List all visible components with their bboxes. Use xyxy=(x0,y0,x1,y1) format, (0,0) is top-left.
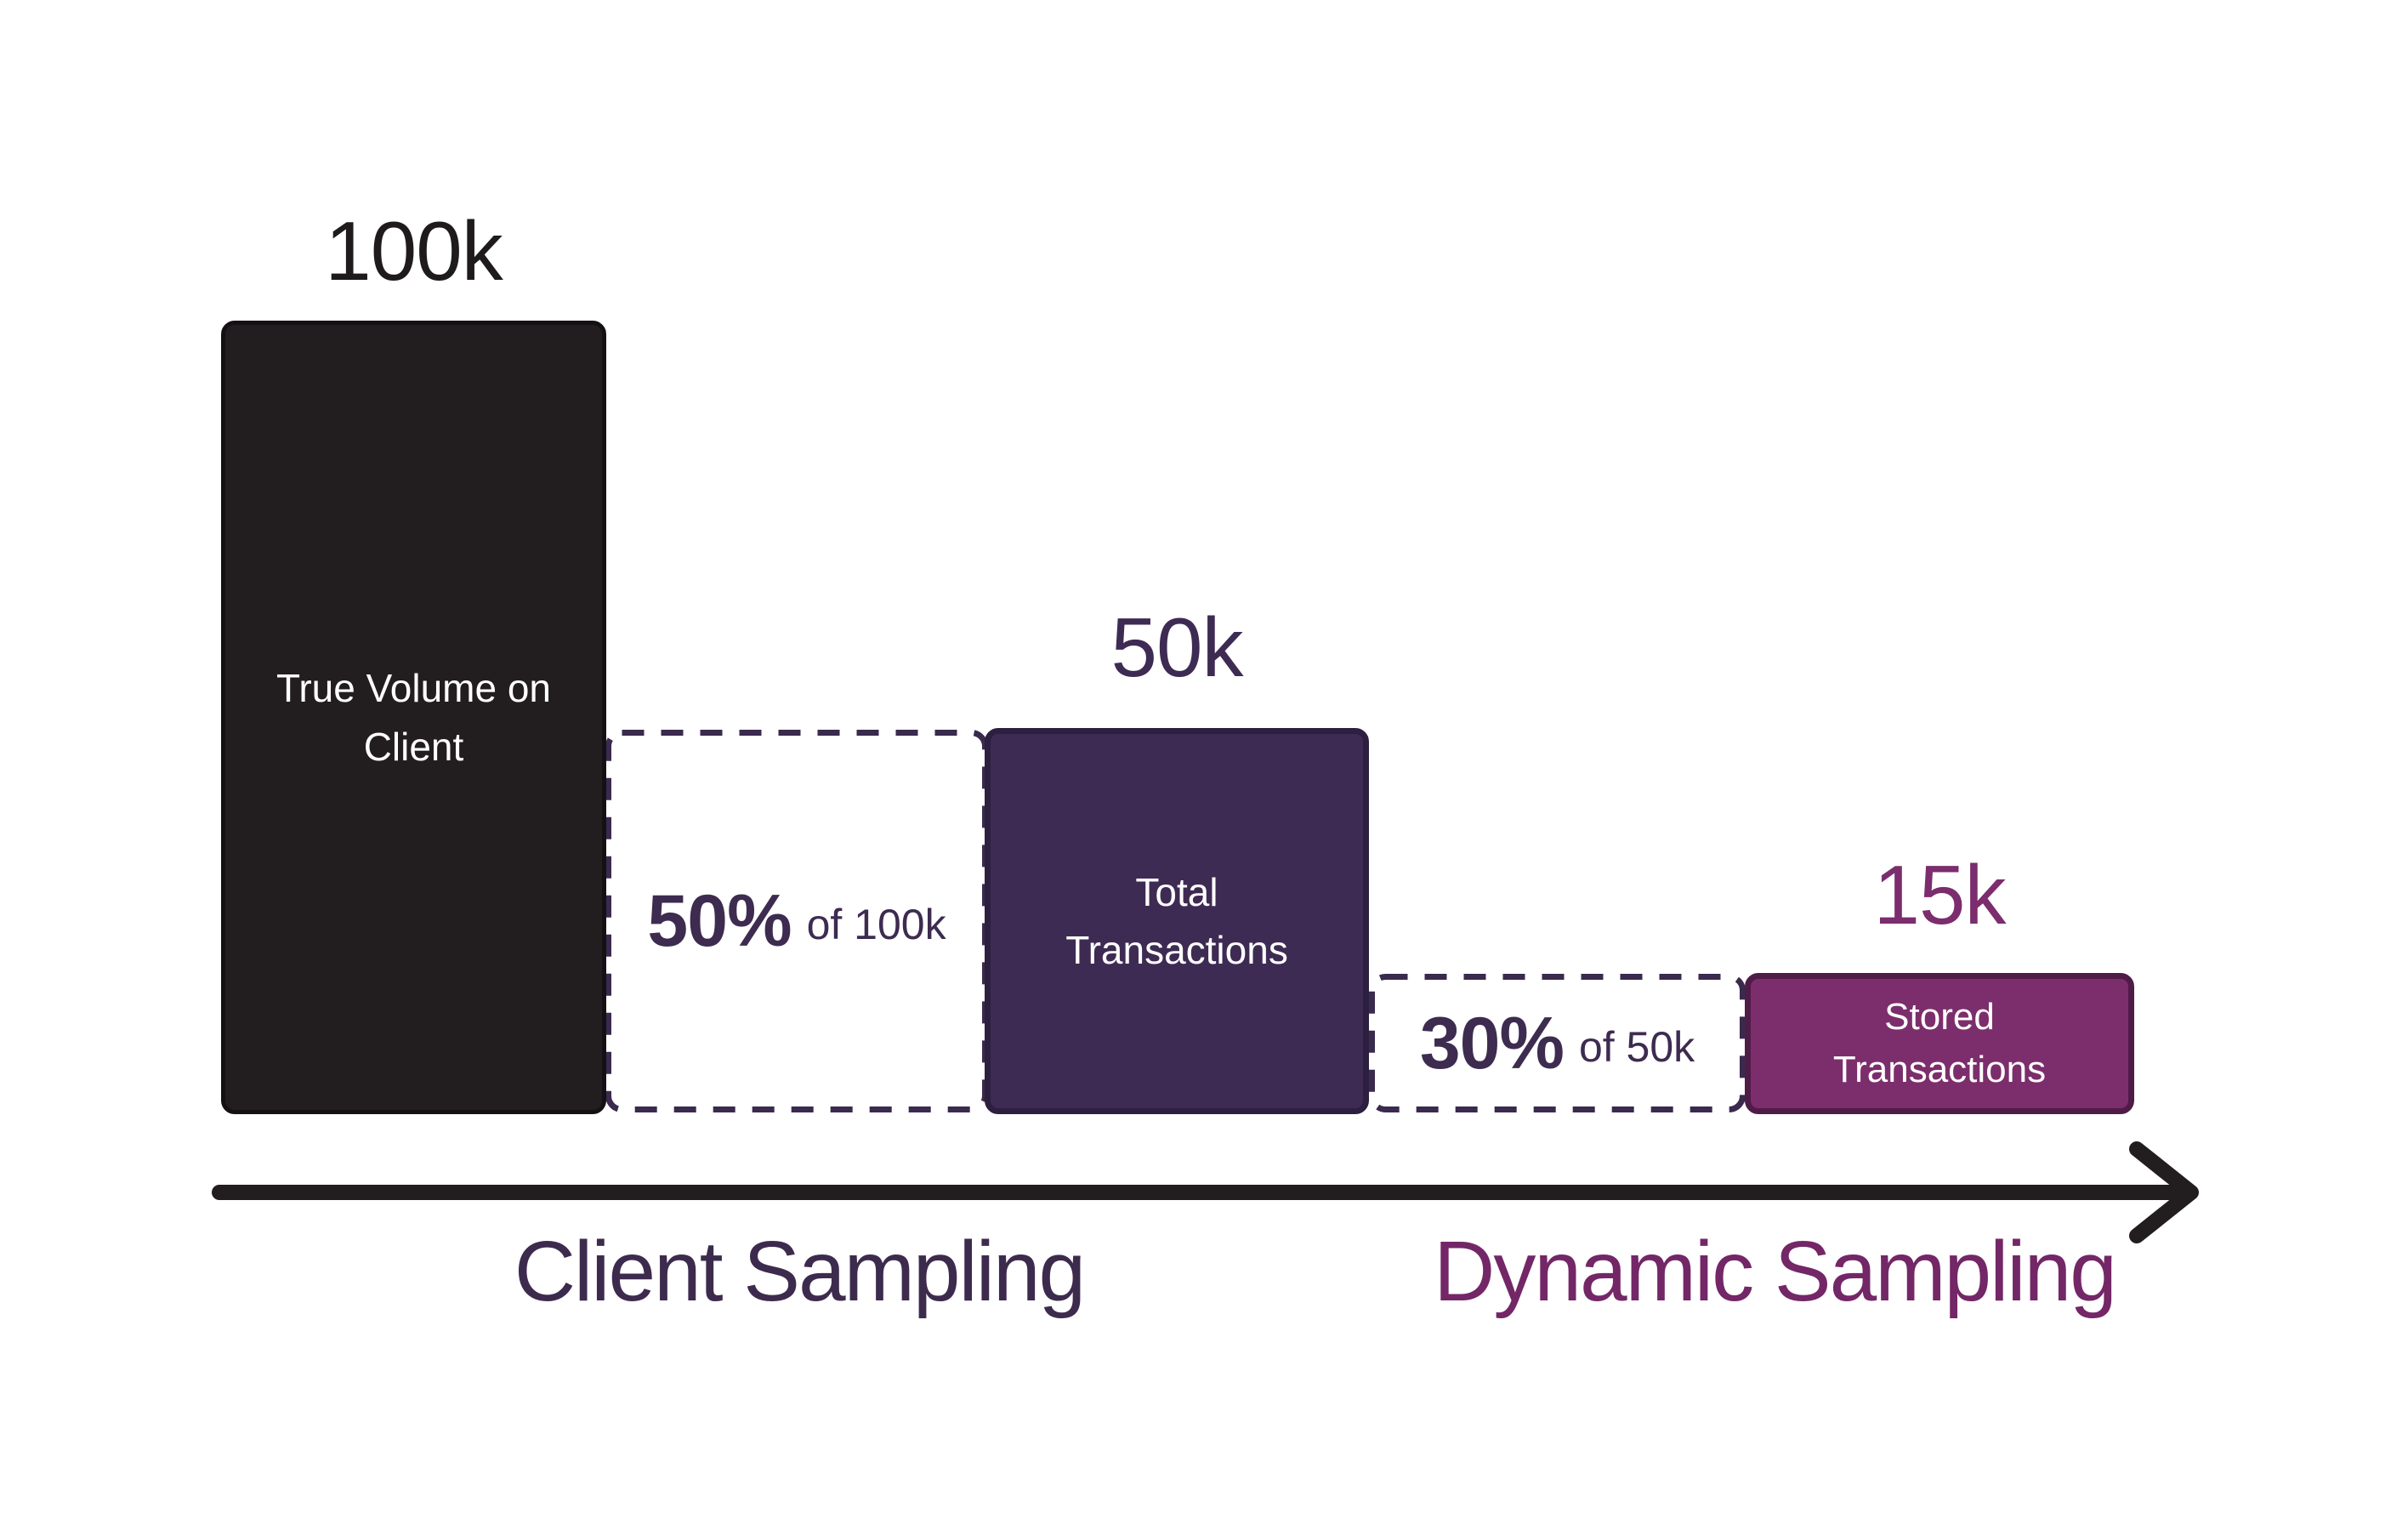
client-sampling-percent: 50% xyxy=(647,880,792,962)
client-sampling-of-basis: of 100k xyxy=(806,901,946,948)
bar-stored-label: Stored Transactions xyxy=(1816,991,2063,1095)
value-label-true-volume: 100k xyxy=(325,204,503,298)
bar-stored-label-line2: Transactions xyxy=(1832,1049,2047,1090)
bar-true-volume-label-line1: True Volume on xyxy=(275,666,552,711)
value-label-total: 50k xyxy=(1110,600,1243,694)
bar-total-transactions: Total Transactions xyxy=(985,728,1369,1114)
dynamic-sampling-percent: 30% xyxy=(1419,1002,1565,1084)
client-sampling-rate-annotation: 50% of 100k xyxy=(605,730,988,1112)
dynamic-sampling-of-basis: of 50k xyxy=(1578,1022,1695,1071)
client-sampling-dropout-box xyxy=(605,730,988,1112)
bar-stored-label-line1: Stored xyxy=(1884,996,1995,1038)
bar-total-label-line2: Transactions xyxy=(1065,928,1288,972)
phase-label-dynamic-sampling: Dynamic Sampling xyxy=(1434,1224,2117,1319)
bar-total-label-line1: Total xyxy=(1135,869,1218,914)
bar-true-volume-label: True Volume on Client xyxy=(259,659,568,775)
timeline-arrow-head-icon xyxy=(2129,1141,2199,1243)
value-label-stored: 15k xyxy=(1873,848,2006,942)
dynamic-sampling-rate-annotation: 30% of 50k xyxy=(1369,974,1746,1112)
bar-stored-transactions: Stored Transactions xyxy=(1745,973,2134,1114)
phase-label-client-sampling: Client Sampling xyxy=(514,1224,1086,1319)
bar-true-volume-on-client: True Volume on Client xyxy=(221,321,606,1114)
dynamic-sampling-dropout-box xyxy=(1369,974,1746,1112)
bar-total-label: Total Transactions xyxy=(1048,863,1305,979)
bar-true-volume-label-line2: Client xyxy=(363,724,464,769)
